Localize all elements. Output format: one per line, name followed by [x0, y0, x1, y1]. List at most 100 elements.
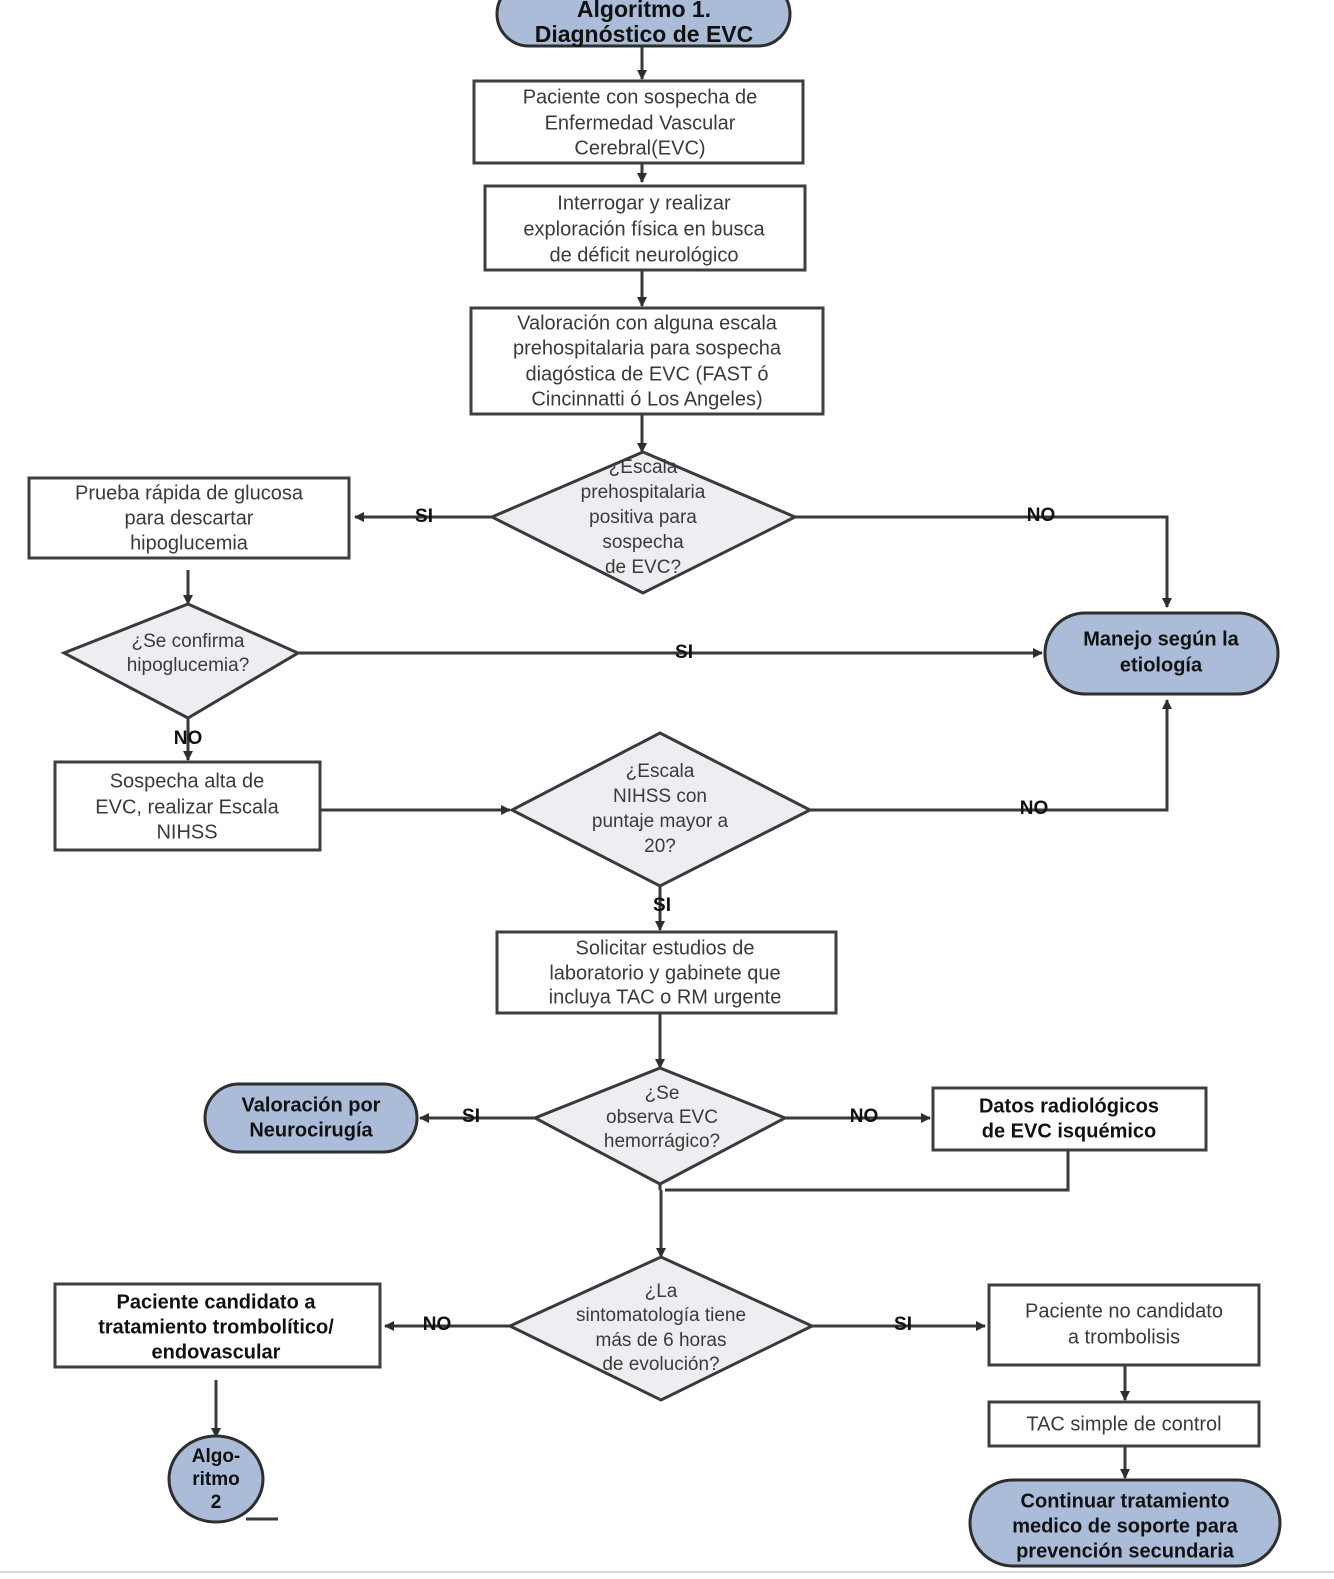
node-d4-line-0: ¿Se [645, 1083, 680, 1104]
node-d3-shape[interactable] [508, 731, 814, 888]
edge-labels: SI NO SI NO NO SI SI NO NO SI [174, 505, 1056, 1335]
node-p6-line-1: laboratorio y gabinete que [549, 962, 780, 984]
edge-d3-no-to-t1 [810, 699, 1172, 812]
node-t3-shape[interactable] [968, 1478, 1282, 1568]
node-p10[interactable]: TAC simple de control [987, 1400, 1261, 1448]
node-d3-line-2: puntaje mayor a [592, 811, 729, 832]
node-p5-shape[interactable] [53, 760, 322, 852]
node-p5-line-0: Sospecha alta de [110, 770, 265, 792]
node-d1[interactable]: ¿Escala prehospitalaria positiva para so… [488, 450, 799, 595]
node-p8-line-2: endovascular [152, 1341, 281, 1363]
node-d4-line-2: hemorrágico? [604, 1131, 720, 1152]
node-d2-line-1: hipoglucemia? [127, 655, 250, 676]
node-p8[interactable]: Paciente candidato a tratamiento trombol… [53, 1282, 382, 1369]
edge-label-d1-si: SI [415, 506, 433, 527]
node-start[interactable]: Algoritmo 1. Diagnóstico de EVC [495, 0, 792, 48]
node-t3-line-0: Continuar tratamiento [1021, 1490, 1230, 1512]
node-p4-shape[interactable] [27, 476, 351, 560]
node-c1-shape[interactable] [167, 1434, 265, 1524]
node-p4[interactable]: Prueba rápida de glucosa para descartar … [27, 476, 351, 560]
edge-label-d4-si: SI [462, 1106, 480, 1127]
node-p3[interactable]: Valoración con alguna escala prehospital… [469, 306, 825, 416]
node-d3[interactable]: ¿Escala NIHSS con puntaje mayor a 20? [508, 731, 814, 888]
node-t3-line-1: medico de soporte para [1012, 1515, 1238, 1537]
edge-d1-no-to-t1 [795, 515, 1172, 608]
node-p10-shape[interactable] [987, 1400, 1261, 1448]
edge-label-d3-no: NO [1020, 798, 1049, 819]
node-p6-line-0: Solicitar estudios de [576, 937, 755, 959]
node-d1-shape[interactable] [488, 450, 799, 595]
node-t1[interactable]: Manejo según la etiología [1043, 611, 1280, 696]
node-p5-line-1: EVC, realizar Escala [95, 796, 279, 818]
node-p8-shape[interactable] [53, 1282, 382, 1369]
node-t2-line-1: Neurocirugía [249, 1119, 373, 1141]
node-p7-line-1: de EVC isquémico [982, 1120, 1157, 1142]
node-p3-line-2: diagóstica de EVC (FAST ó [525, 363, 768, 385]
node-p1-line-0: Paciente con sospecha de [523, 86, 758, 108]
node-p1-line-2: Cerebral(EVC) [574, 137, 705, 159]
node-d3-line-1: NIHSS con [613, 786, 707, 807]
node-p1[interactable]: Paciente con sospecha de Enfermedad Vasc… [472, 79, 805, 165]
node-d1-line-1: prehospitalaria [581, 482, 706, 503]
node-p2-line-2: de déficit neurológico [549, 244, 738, 266]
node-d4[interactable]: ¿Se observa EVC hemorrágico? [531, 1066, 789, 1186]
node-p6[interactable]: Solicitar estudios de laboratorio y gabi… [495, 930, 838, 1015]
node-p3-line-1: prehospitalaria para sospecha [513, 337, 782, 359]
node-p10-line-0: TAC simple de control [1026, 1413, 1221, 1435]
edge-label-d1-no: NO [1027, 505, 1056, 526]
node-d2-line-0: ¿Se confirma [132, 631, 245, 652]
edge-label-d4-no: NO [850, 1106, 879, 1127]
node-c1[interactable]: Algo- ritmo 2 [167, 1434, 265, 1524]
node-p9-line-1: a trombolisis [1068, 1326, 1180, 1348]
node-d5-line-2: más de 6 horas [596, 1330, 727, 1351]
node-p8-line-1: tratamiento trombolítico/ [98, 1316, 334, 1338]
node-p9[interactable]: Paciente no candidato a trombolisis [987, 1283, 1261, 1367]
node-p1-shape[interactable] [472, 79, 805, 165]
node-p4-line-2: hipoglucemia [130, 532, 249, 554]
node-d3-line-3: 20? [644, 836, 676, 857]
node-t2[interactable]: Valoración por Neurocirugía [203, 1082, 419, 1154]
node-d4-shape[interactable] [531, 1066, 789, 1186]
node-d1-line-0: ¿Escala [609, 457, 678, 478]
node-d5[interactable]: ¿La sintomatología tiene más de 6 horas … [506, 1255, 816, 1402]
node-p5[interactable]: Sospecha alta de EVC, realizar Escala NI… [53, 760, 322, 852]
node-p4-line-1: para descartar [125, 507, 254, 529]
node-t1-shape[interactable] [1043, 611, 1280, 696]
node-d5-line-3: de evolución? [602, 1354, 719, 1375]
node-p7-shape[interactable] [931, 1086, 1208, 1152]
node-d2-shape[interactable] [60, 602, 302, 720]
edge-label-d5-si: SI [894, 1314, 912, 1335]
edge-label-d2-no: NO [174, 728, 203, 749]
node-p3-line-0: Valoración con alguna escala [517, 312, 778, 334]
node-p7-line-0: Datos radiológicos [979, 1095, 1159, 1117]
node-d2[interactable]: ¿Se confirma hipoglucemia? [60, 602, 302, 720]
node-d5-line-0: ¿La [645, 1281, 678, 1302]
node-t2-shape[interactable] [203, 1082, 419, 1154]
node-start-shape[interactable] [495, 0, 792, 48]
node-d4-line-1: observa EVC [606, 1107, 718, 1128]
node-t1-line-1: etiología [1120, 654, 1203, 676]
node-p4-line-0: Prueba rápida de glucosa [75, 482, 304, 504]
node-p1-line-1: Enfermedad Vascular [545, 112, 736, 134]
node-p7[interactable]: Datos radiológicos de EVC isquémico [931, 1086, 1208, 1152]
node-p2-shape[interactable] [483, 184, 807, 272]
node-d5-shape[interactable] [506, 1255, 816, 1402]
node-p2[interactable]: Interrogar y realizar exploración física… [483, 184, 807, 272]
node-t3[interactable]: Continuar tratamiento medico de soporte … [968, 1478, 1282, 1568]
node-c1-line-0: Algo- [192, 1446, 241, 1467]
node-p3-shape[interactable] [469, 306, 825, 416]
node-d5-line-1: sintomatología tiene [576, 1305, 746, 1326]
node-c1-line-2: 2 [211, 1492, 222, 1513]
node-p3-line-3: Cincinnatti ó Los Angeles) [531, 388, 762, 410]
node-p9-line-0: Paciente no candidato [1025, 1300, 1223, 1322]
edge-label-d3-si: SI [653, 895, 671, 916]
node-p8-line-0: Paciente candidato a [117, 1291, 317, 1313]
node-start-line-0: Algoritmo 1. [577, 0, 711, 22]
node-d3-line-0: ¿Escala [626, 761, 695, 782]
node-t2-line-0: Valoración por [242, 1094, 381, 1116]
node-d1-line-4: de EVC? [605, 557, 681, 578]
node-p6-shape[interactable] [495, 930, 838, 1015]
node-p9-shape[interactable] [987, 1283, 1261, 1367]
